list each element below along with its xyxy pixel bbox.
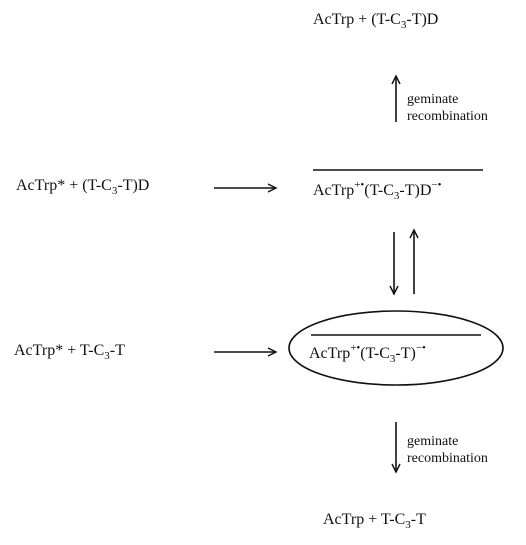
right-arrow-2 [214,347,278,357]
equilibrium-down-arrow [389,232,399,296]
radical-pair-complex-1-label: AcTrp+•(T-C3-T)D−• [313,179,442,202]
reactant-1-label: AcTrp* + (T-C3-T)D [16,177,150,197]
down-arrow-bottom [391,422,401,474]
radical-pair-complex-2-label: AcTrp+•(T-C3-T)−• [309,342,426,365]
complex-2-ellipse [288,310,504,386]
equilibrium-up-arrow [409,228,419,294]
top-product-label: AcTrp + (T-C3-T)D [313,11,439,31]
reactant-2-label: AcTrp* + T-C3-T [14,342,125,362]
bottom-geminate-recombination-label: geminate recombination [407,434,488,466]
top-geminate-recombination-label: geminate recombination [407,92,488,124]
bottom-product-label: AcTrp + T-C3-T [323,511,426,531]
right-arrow-1 [214,183,278,193]
up-arrow-top [391,74,401,122]
